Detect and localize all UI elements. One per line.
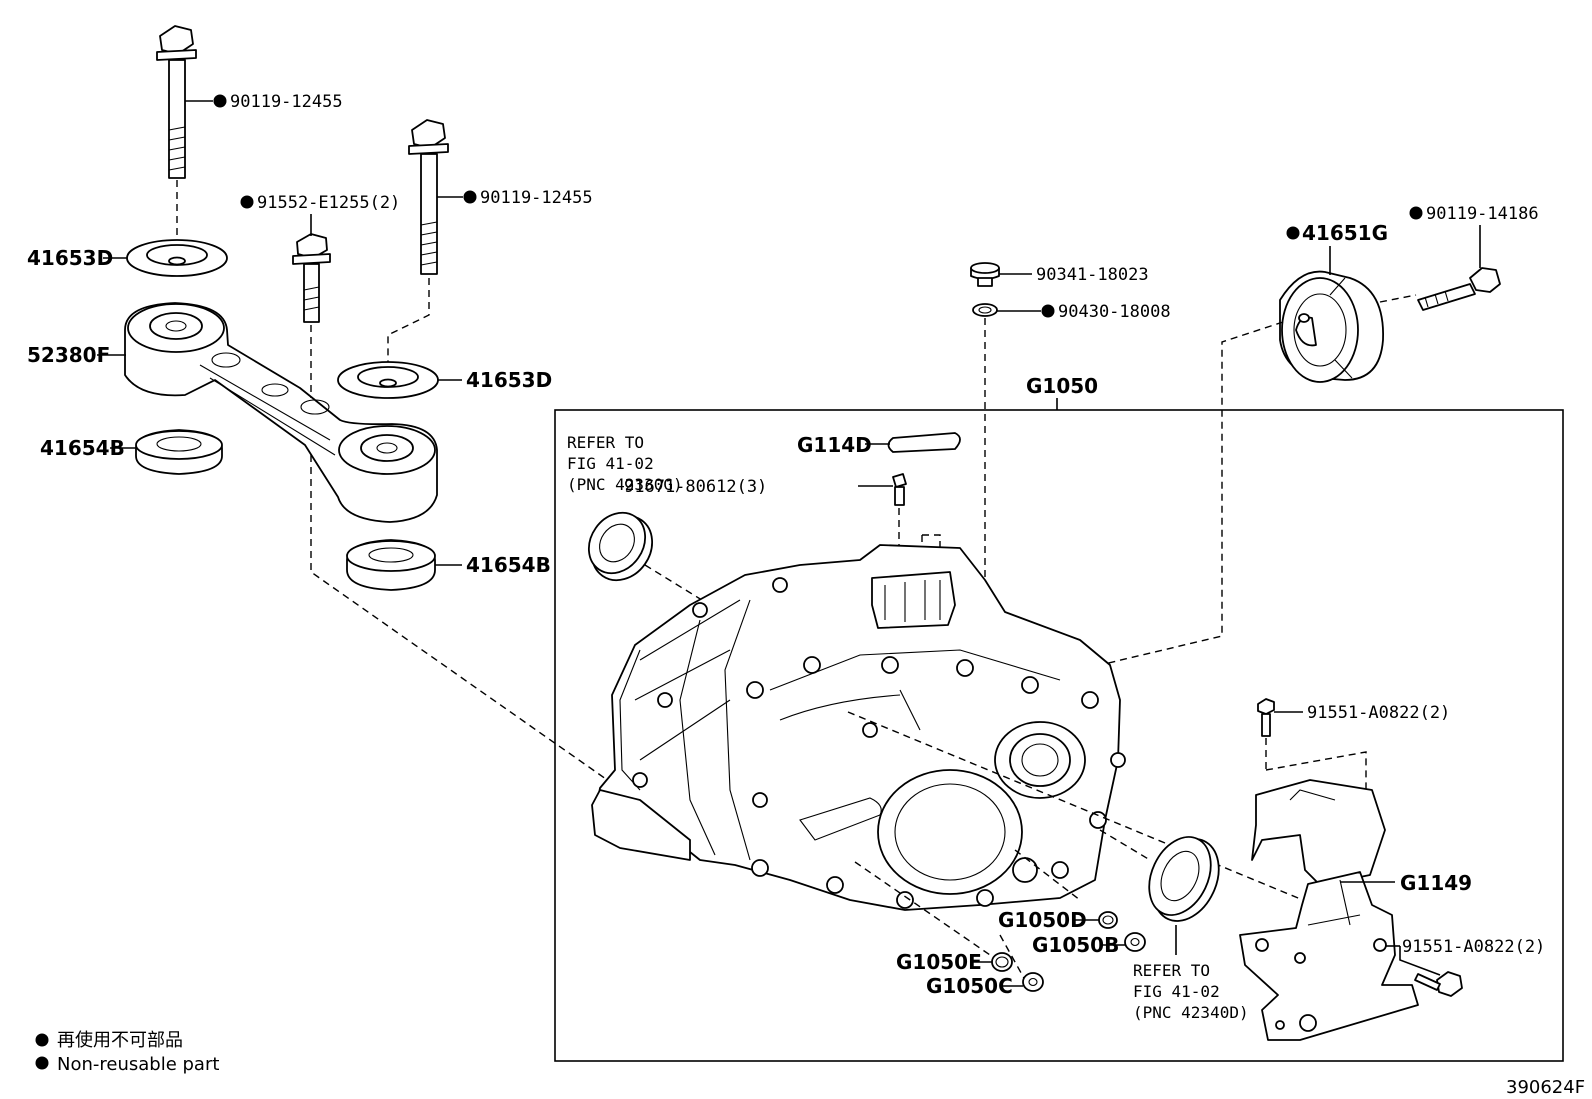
callout-90119-12455-b[interactable]: 90119-12455 <box>480 188 593 208</box>
callout-g1050d[interactable]: G1050D <box>998 908 1087 932</box>
oil-seal-left[interactable] <box>577 502 664 592</box>
ring-g1050c[interactable] <box>1022 972 1044 992</box>
ring-g1050b[interactable] <box>1124 932 1146 952</box>
refer-note-right-3: (PNC 42340D) <box>1133 1003 1249 1022</box>
refer-note-left-1: REFER TO <box>567 433 644 452</box>
callout-91671-80612[interactable]: 91671-80612(3) <box>624 477 767 497</box>
refer-note-left-3: (PNC 42330G) <box>567 475 683 494</box>
callout-g114d[interactable]: G114D <box>797 433 872 457</box>
callout-52380f[interactable]: 52380F <box>27 343 110 367</box>
gasket[interactable] <box>972 303 998 317</box>
callout-90119-14186[interactable]: 90119-14186 <box>1426 204 1539 224</box>
transaxle-housing[interactable] <box>591 544 1126 911</box>
group-label[interactable]: G1050 <box>1026 374 1098 398</box>
refer-note-right-2: FIG 41-02 <box>1133 982 1220 1001</box>
callout-41654b-low[interactable]: 41654B <box>466 553 551 577</box>
bolt-91551-bottom[interactable] <box>1414 971 1463 997</box>
non-reusable-dot <box>240 195 254 209</box>
figure-code: 390624F <box>1506 1077 1585 1098</box>
non-reusable-dot <box>1286 226 1300 240</box>
callout-41654b-left[interactable]: 41654B <box>40 436 125 460</box>
ring-g1050e[interactable] <box>991 952 1013 972</box>
mount-bushing-41651g[interactable] <box>1279 270 1384 383</box>
callout-90341-18023[interactable]: 90341-18023 <box>1036 265 1149 285</box>
group-frame <box>554 409 1564 1062</box>
callout-g1149[interactable]: G1149 <box>1400 871 1472 895</box>
bolt-91551-top[interactable] <box>1257 698 1275 737</box>
bushing-41654b-low[interactable] <box>346 539 436 591</box>
non-reusable-dot <box>1041 304 1055 318</box>
callout-41651g[interactable]: 41651G <box>1302 221 1388 245</box>
drain-plug[interactable] <box>970 262 1000 287</box>
housing-bolt-bosses <box>632 577 1126 909</box>
oil-seal-right[interactable] <box>1137 827 1231 932</box>
torque-rod-52380f[interactable] <box>124 302 438 523</box>
legend-jp: 再使用不可部品 <box>57 1030 183 1051</box>
non-reusable-dot <box>213 94 227 108</box>
bolt-short[interactable] <box>292 233 331 323</box>
callout-g1050c[interactable]: G1050C <box>926 974 1013 998</box>
callout-91551-a0822-top[interactable]: 91551-A0822(2) <box>1307 703 1450 723</box>
bolt-long-left[interactable] <box>156 25 197 179</box>
washer-41653d-mid[interactable] <box>337 361 439 399</box>
non-reusable-dot <box>1409 206 1423 220</box>
bushing-41654b-left[interactable] <box>135 429 223 475</box>
legend-dot-jp <box>35 1033 49 1047</box>
small-bolt[interactable] <box>892 473 907 506</box>
callout-91552-e1255[interactable]: 91552-E1255(2) <box>257 193 400 213</box>
cover-g114d[interactable] <box>887 432 961 453</box>
non-reusable-dot <box>463 190 477 204</box>
legend-en: Non-reusable part <box>57 1054 219 1075</box>
callout-90119-12455-a[interactable]: 90119-12455 <box>230 92 343 112</box>
callout-g1050e[interactable]: G1050E <box>896 950 982 974</box>
bracket-g1149[interactable] <box>1239 779 1419 1041</box>
bolt-long-center[interactable] <box>408 119 449 275</box>
mount-bolt[interactable] <box>1417 267 1501 311</box>
legend-dot-en <box>35 1056 49 1070</box>
washer-41653d-top[interactable] <box>126 239 228 277</box>
callout-90430-18008[interactable]: 90430-18008 <box>1058 302 1171 322</box>
refer-note-left-2: FIG 41-02 <box>567 454 654 473</box>
callout-g1050b[interactable]: G1050B <box>1032 933 1119 957</box>
callout-41653d-mid[interactable]: 41653D <box>466 368 552 392</box>
ring-g1050d[interactable] <box>1098 911 1118 929</box>
refer-note-right-1: REFER TO <box>1133 961 1210 980</box>
callout-91551-a0822-bottom[interactable]: 91551-A0822(2) <box>1402 937 1545 957</box>
callout-41653d-top[interactable]: 41653D <box>27 246 113 270</box>
